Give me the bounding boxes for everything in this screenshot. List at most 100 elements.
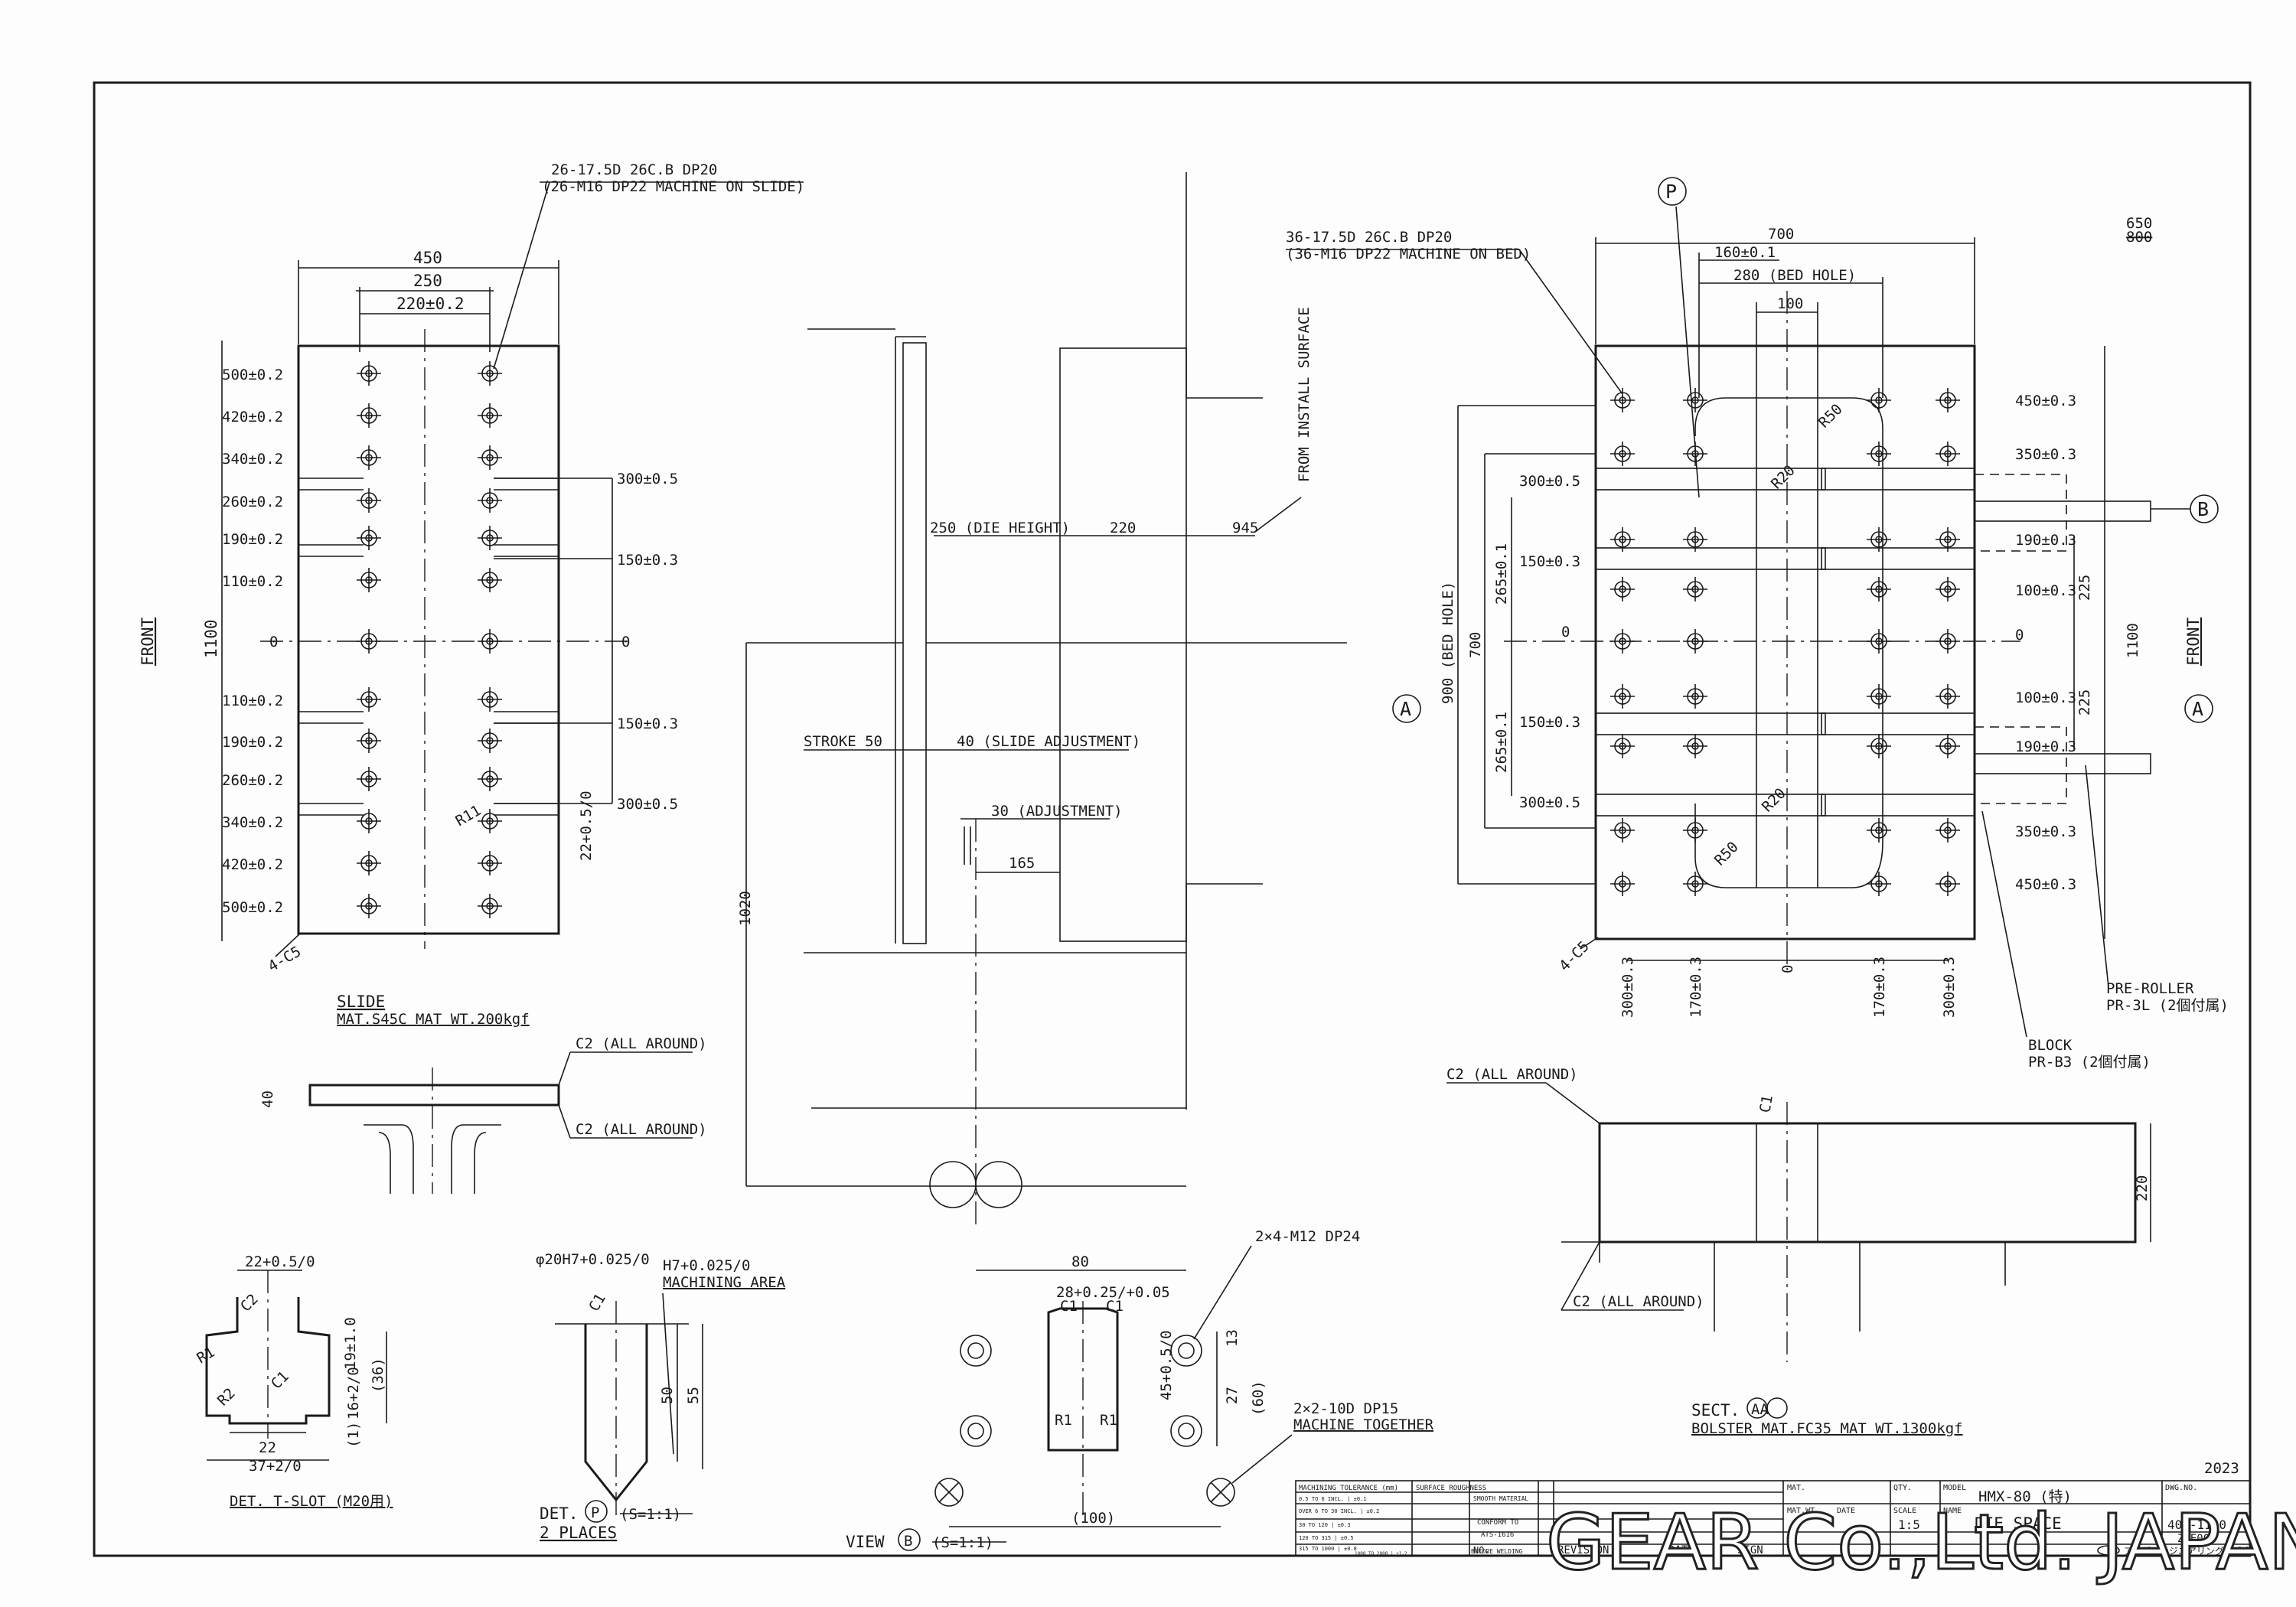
title-tol-row: OVER 6 TO 30 INCL. | ±0.2 bbox=[1299, 1508, 1379, 1514]
section-material: BOLSTER MAT.FC35 MAT WT.1300kgf bbox=[1691, 1420, 1963, 1437]
bolster-right-dim: 100±0.3 bbox=[2015, 582, 2076, 599]
bolster-dim-160: 160±0.1 bbox=[1714, 244, 1776, 261]
section-title: SECT. bbox=[1691, 1401, 1740, 1420]
bolster-bolt-hole bbox=[1867, 818, 1891, 843]
slide-bolt-hole bbox=[478, 361, 502, 386]
center-die-height: 250 (DIE HEIGHT) bbox=[930, 520, 1070, 536]
center-dim-165: 165 bbox=[1009, 855, 1035, 872]
bolster-plan-view: 36-17.5D 26C.B DP20 (36-M16 DP22 MACHINE… bbox=[1286, 177, 2229, 1071]
bolster-bolt-hole bbox=[1867, 527, 1891, 552]
bolster-left-dim: 300±0.5 bbox=[1519, 794, 1580, 811]
slide-title: SLIDE bbox=[337, 993, 385, 1011]
bolster-left-dim: 150±0.3 bbox=[1519, 553, 1580, 570]
bolster-r50-top: R50 bbox=[1815, 401, 1846, 432]
center-stroke: STROKE 50 bbox=[804, 733, 882, 750]
slide-bolt-hole bbox=[357, 568, 381, 592]
slide-plan-view: 26-17.5D 26C.B DP20 (26-M16 DP22 MACHINE… bbox=[139, 161, 804, 1028]
pre-roller-part: PR-3L (2個付属) bbox=[2106, 997, 2229, 1014]
tslot-dim-1: (1) bbox=[345, 1422, 362, 1448]
slide-left-dim: 340±0.2 bbox=[222, 451, 283, 468]
slide-bolt-hole bbox=[357, 361, 381, 386]
bolster-bolt-hole bbox=[1936, 684, 1960, 709]
viewb-callout-10d: 2×2-10D DP15 bbox=[1293, 1400, 1398, 1417]
bolster-bolt-hole bbox=[1683, 442, 1707, 466]
viewb-machine-together: MACHINE TOGETHER bbox=[1293, 1416, 1434, 1433]
center-dim-220: 220 bbox=[1110, 520, 1136, 536]
title-sign: SIGN bbox=[1737, 1544, 1763, 1556]
viewb-r1b: R1 bbox=[1100, 1412, 1117, 1429]
title-model: MODEL bbox=[1943, 1484, 1966, 1492]
center-dim-1020: 1020 bbox=[737, 891, 754, 926]
bolster-dim-700: 700 bbox=[1768, 226, 1794, 243]
bolster-r50-bottom: R50 bbox=[1711, 839, 1742, 869]
viewb-dim-45: 45+0.5/0 bbox=[1158, 1330, 1175, 1400]
bolster-right-dim: 100±0.3 bbox=[2015, 689, 2076, 706]
bolster-dim-265-top: 265±0.1 bbox=[1493, 543, 1510, 605]
title-dwg-no: DWG.NO. bbox=[2165, 1484, 2197, 1492]
bolster-dim-1100: 1100 bbox=[2125, 623, 2141, 658]
bolster-bolt-hole bbox=[1610, 577, 1635, 601]
bolster-right-dim: 0 bbox=[2015, 627, 2024, 644]
center-from-install: FROM INSTALL SURFACE bbox=[1296, 307, 1313, 482]
bolster-dim-700-left: 700 bbox=[1467, 632, 1484, 658]
slide-bolt-hole bbox=[478, 809, 502, 833]
tslot-r1: R1 bbox=[194, 1344, 218, 1367]
bolster-p-marker: P bbox=[1665, 181, 1677, 203]
viewb-c1b: C1 bbox=[1106, 1298, 1124, 1315]
slide-bolt-holes bbox=[357, 361, 502, 918]
bolster-bolt-hole bbox=[1936, 388, 1960, 412]
title-qty: QTY. bbox=[1893, 1484, 1912, 1492]
slide-bolt-hole bbox=[478, 488, 502, 513]
title-rev-date: DATE bbox=[1668, 1544, 1694, 1556]
slide-left-dim: 0 bbox=[269, 634, 278, 650]
detp-c1: C1 bbox=[585, 1291, 608, 1315]
tslot-dim-22: 22 bbox=[259, 1439, 276, 1456]
section-c2-bottom: C2 (ALL AROUND) bbox=[1573, 1293, 1704, 1310]
bolster-dim-265-bottom: 265±0.1 bbox=[1493, 712, 1510, 773]
title-dwg-no-val: 402-1150 bbox=[2167, 1517, 2226, 1532]
detail-t-slot: 22+0.5/0 C2 R1 C1 R2 19±1.0 16+2/0 (36) … bbox=[194, 1253, 393, 1510]
block-part: PR-B3 (2個付属) bbox=[2028, 1054, 2151, 1071]
detp-machining-area: MACHINING AREA bbox=[663, 1274, 786, 1291]
bolster-left-dim: 150±0.3 bbox=[1519, 714, 1580, 731]
detp-dim-phi20: φ20H7+0.025/0 bbox=[536, 1251, 650, 1268]
slide-left-dim: 110±0.2 bbox=[222, 693, 283, 709]
detp-dim-55: 55 bbox=[685, 1387, 702, 1404]
slide-bolt-hole bbox=[478, 729, 502, 753]
slide-bolt-hole bbox=[478, 767, 502, 791]
title-no: NO. bbox=[1473, 1545, 1490, 1556]
bolster-dim-280: 280 (BED HOLE) bbox=[1733, 267, 1856, 284]
slide-bolt-hole bbox=[478, 403, 502, 428]
press-elevation: 1020 FROM INSTALL SURFACE 250 (DIE HEIGH… bbox=[737, 172, 1347, 1224]
section-c1: C1 bbox=[1756, 1094, 1776, 1114]
tslot-dim-16: 16+2/0 bbox=[345, 1367, 362, 1420]
slide-bolt-hole bbox=[357, 809, 381, 833]
slide-right-dim: 150±0.3 bbox=[617, 552, 678, 569]
pre-roller-label: PRE-ROLLER bbox=[2106, 980, 2194, 997]
block-label: BLOCK bbox=[2028, 1037, 2073, 1054]
slide-dim-22: 22+0.5/0 bbox=[578, 790, 595, 861]
slide-c2-top: C2 (ALL AROUND) bbox=[576, 1035, 707, 1052]
title-mat: MAT. bbox=[1787, 1484, 1805, 1492]
bolster-bolt-hole bbox=[1867, 629, 1891, 654]
sheet-border bbox=[93, 81, 2252, 1557]
title-before-welding: BEFORE WELDING bbox=[1471, 1548, 1523, 1555]
viewb-dim-13: 13 bbox=[1224, 1329, 1241, 1347]
bolster-right-dim: 190±0.3 bbox=[2015, 738, 2076, 755]
slide-holes-callout: 26-17.5D 26C.B DP20 bbox=[551, 161, 717, 178]
title-tolerance-head: MACHINING TOLERANCE (mm) bbox=[1299, 1485, 1398, 1492]
slide-bolt-hole bbox=[357, 629, 381, 654]
bolster-b-marker: B bbox=[2197, 498, 2209, 520]
bolster-bottom-dim: 0 bbox=[1779, 965, 1796, 973]
bolster-dim-900: 900 (BED HOLE) bbox=[1440, 582, 1456, 704]
bolster-bottom-dim: 170±0.3 bbox=[1871, 957, 1888, 1018]
tslot-dim-19: 19±1.0 bbox=[342, 1317, 359, 1370]
slide-thk-40: 40 bbox=[259, 1090, 276, 1108]
bolster-bolt-hole bbox=[1683, 388, 1707, 412]
slide-left-dim: 340±0.2 bbox=[222, 814, 283, 831]
bolster-bolt-hole bbox=[1936, 818, 1960, 843]
slide-bolt-hole bbox=[357, 526, 381, 550]
slide-left-dim: 420±0.2 bbox=[222, 409, 283, 425]
slide-left-dim: 420±0.2 bbox=[222, 856, 283, 873]
